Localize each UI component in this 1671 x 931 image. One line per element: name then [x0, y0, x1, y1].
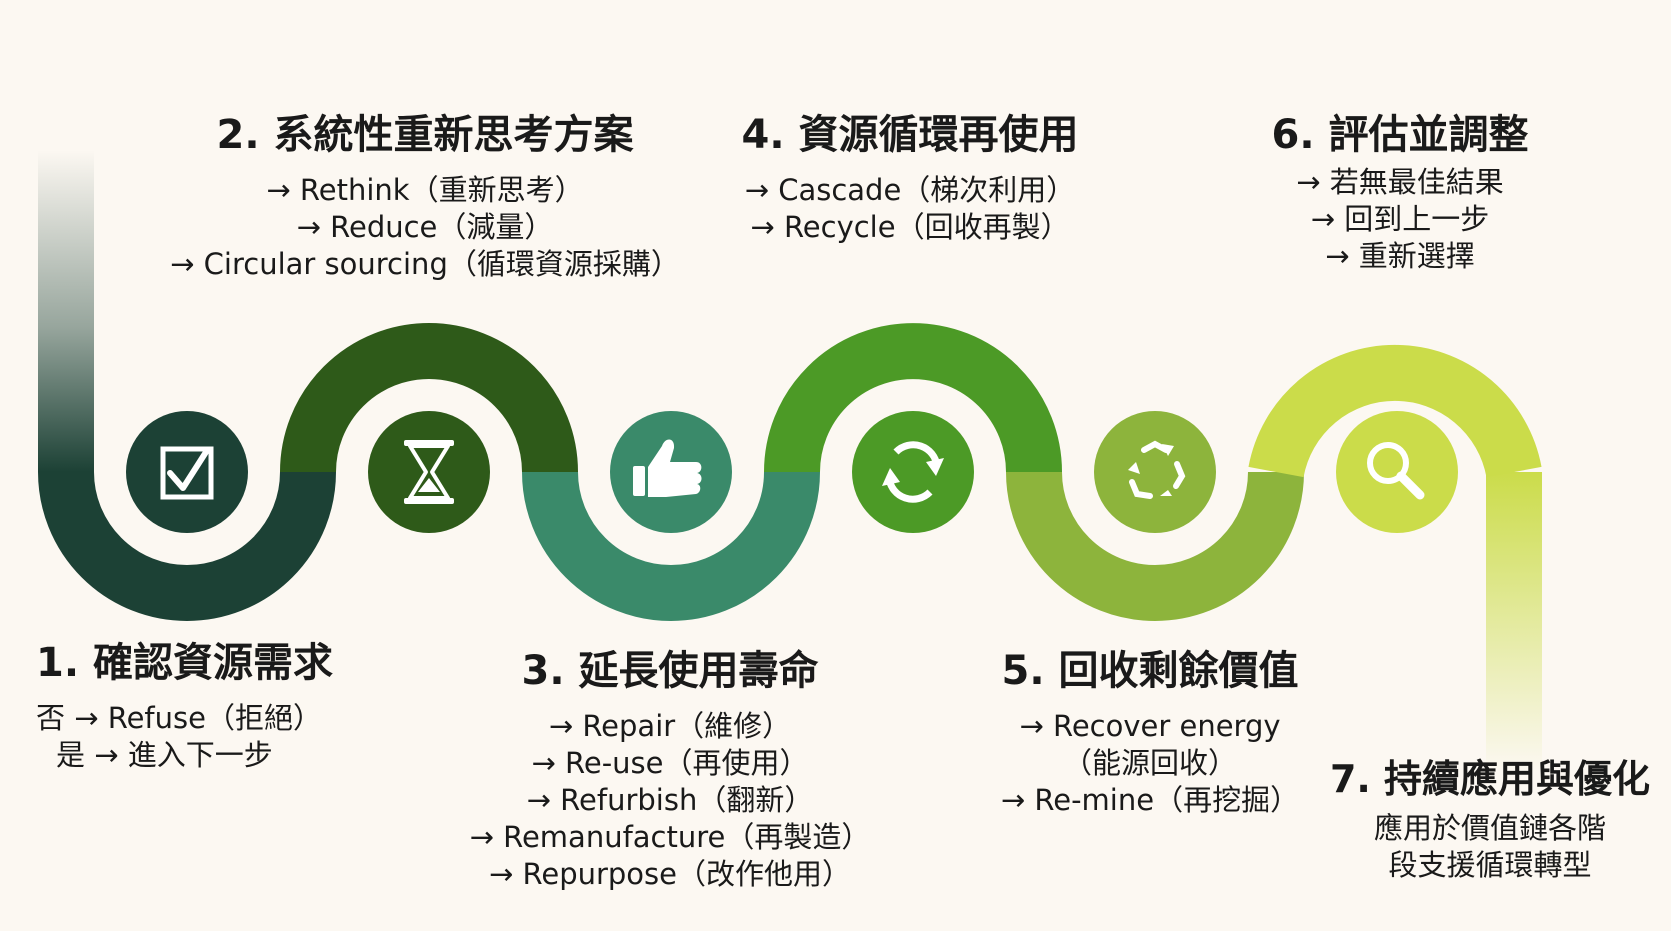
- step-1-block: 1. 確認資源需求 否 → Refuse（拒絕） 是 → 進入下一步: [36, 640, 396, 774]
- step-5-line: → Recover energy: [1019, 709, 1281, 743]
- step-1-title: 1. 確認資源需求: [36, 640, 333, 686]
- step-6-line: → 若無最佳結果: [1296, 165, 1504, 199]
- start-connector: [38, 150, 94, 472]
- step-1-line: 否 → Refuse（拒絕）: [36, 701, 322, 735]
- step-4-block: 4. 資源循環再使用 → Cascade（梯次利用） → Recycle（回收再…: [720, 112, 1100, 246]
- step-7-line: 段支援循環轉型: [1388, 847, 1592, 882]
- step-6-block: 6. 評估並調整 → 若無最佳結果 → 回到上一步 → 重新選擇: [1250, 112, 1550, 275]
- step-3-title: 3. 延長使用壽命: [521, 648, 819, 694]
- step-2-icon: [368, 411, 490, 533]
- step-4-title: 4. 資源循環再使用: [741, 112, 1079, 158]
- step-3-line: → Repair（維修）: [548, 709, 792, 743]
- step-3-line: → Repurpose（改作他用）: [488, 857, 852, 891]
- step-7-title: 7. 持續應用與優化: [1329, 757, 1651, 801]
- thumbs-up-icon: [633, 439, 702, 497]
- magnifier-icon: [1367, 442, 1425, 500]
- step-5-line: （能源回收）: [1062, 746, 1237, 780]
- arc-step-2: [280, 323, 578, 473]
- step-7-line: 應用於價值鏈各階: [1373, 810, 1606, 845]
- arc-step-6: [1248, 344, 1542, 478]
- hourglass-icon: [404, 440, 454, 504]
- checkbox-icon: [160, 446, 214, 500]
- step-5-block: 5. 回收剩餘價值 → Recover energy （能源回收） → Re-m…: [980, 648, 1320, 819]
- step-4-line: → Recycle（回收再製）: [750, 210, 1070, 244]
- recycle-icon: [1128, 440, 1186, 499]
- step-2-title: 2. 系統性重新思考方案: [216, 112, 634, 158]
- refresh-icon: [882, 441, 944, 503]
- step-6-title: 6. 評估並調整: [1271, 112, 1529, 158]
- step-1-line: 是 → 進入下一步: [56, 738, 273, 772]
- step-2-line: → Rethink（重新思考）: [266, 173, 584, 207]
- step-2-line: → Circular sourcing（循環資源採購）: [170, 247, 680, 281]
- step-5-line: → Re-mine（再挖掘）: [1000, 783, 1300, 817]
- arc-step-1: [38, 471, 336, 621]
- end-connector: [1486, 472, 1542, 772]
- step-4-icon: [852, 411, 974, 533]
- arc-step-3: [522, 471, 820, 621]
- arc-step-5: [1006, 471, 1304, 621]
- step-2-block: 2. 系統性重新思考方案 → Rethink（重新思考） → Reduce（減量…: [150, 112, 700, 283]
- step-1-icon: [126, 411, 248, 533]
- step-2-line: → Reduce（減量）: [296, 210, 554, 244]
- step-7-block: 7. 持續應用與優化 應用於價值鏈各階 段支援循環轉型: [1322, 757, 1658, 884]
- step-3-line: → Re-use（再使用）: [531, 746, 809, 780]
- step-6-line: → 回到上一步: [1310, 202, 1490, 236]
- step-3-icon: [610, 411, 732, 533]
- step-3-line: → Remanufacture（再製造）: [469, 820, 871, 854]
- step-6-line: → 重新選擇: [1325, 239, 1475, 273]
- step-4-line: → Cascade（梯次利用）: [744, 173, 1076, 207]
- step-6-icon: [1336, 411, 1458, 533]
- step-3-block: 3. 延長使用壽命 → Repair（維修） → Re-use（再使用） → R…: [440, 648, 900, 893]
- step-5-title: 5. 回收剩餘價值: [1001, 648, 1299, 694]
- step-5-icon: [1094, 411, 1216, 533]
- arc-step-4: [764, 323, 1062, 473]
- step-3-line: → Refurbish（翻新）: [526, 783, 814, 817]
